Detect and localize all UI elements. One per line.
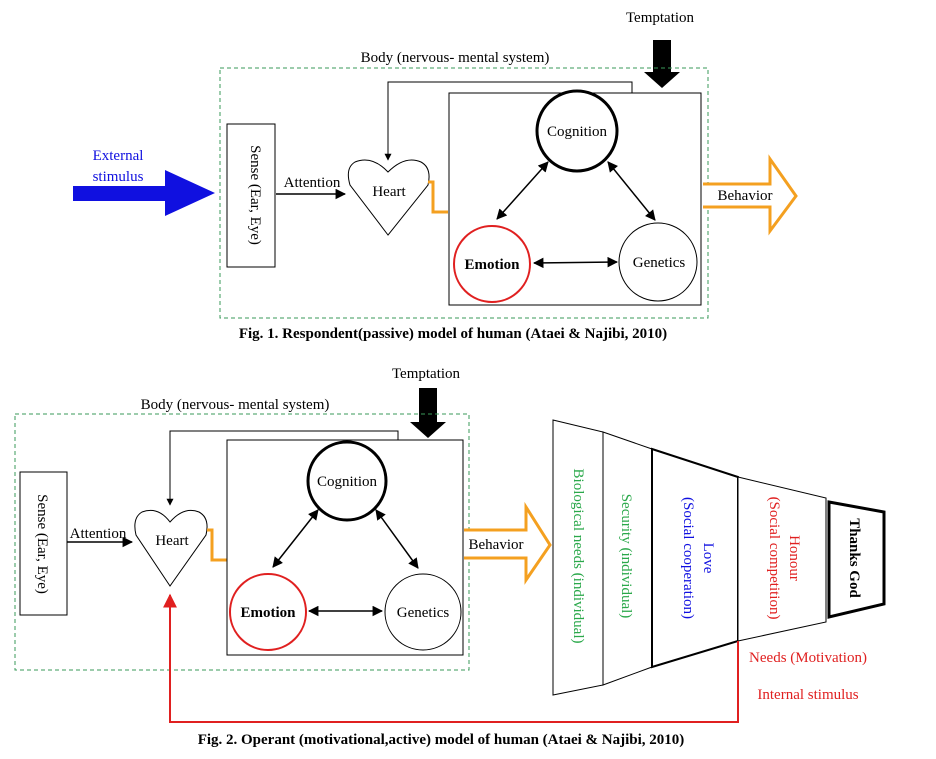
fig2-behavior-arrow	[464, 501, 552, 585]
fig2-heart-icon	[134, 509, 208, 587]
honour-label: Honour	[786, 535, 802, 581]
fig1-attention-label: Attention	[284, 175, 341, 191]
fig1-heart-icon	[347, 159, 430, 236]
fig2-genetics-node	[384, 573, 462, 651]
fig1-body-label: Body (nervous- mental system)	[361, 50, 550, 66]
fig2-genetics-label: Genetics	[397, 605, 450, 621]
fig2-sense-box	[19, 471, 68, 616]
fig2-sense-label: Sense (Ear, Eye)	[34, 494, 50, 594]
needs-segment-honour	[737, 476, 827, 642]
fig1-emotion-cognition-arrow	[496, 161, 549, 220]
fig1-sense-label: Sense (Ear, Eye)	[247, 145, 263, 245]
needs-segment-thanks-god	[827, 500, 886, 619]
fig1-external-stimulus-line1: External	[93, 148, 144, 164]
fig2-behavior-label: Behavior	[469, 537, 524, 553]
fig1-heart-label: Heart	[372, 184, 406, 200]
fig1-emotion-label: Emotion	[464, 257, 520, 273]
fig1-behavior-arrow	[703, 154, 798, 236]
fig2-cognition-genetics-arrow	[375, 509, 419, 569]
fig2-temptation-label: Temptation	[392, 366, 461, 382]
internal-stimulus-label: Internal stimulus	[757, 687, 858, 703]
fig1-temptation-label: Temptation	[626, 10, 695, 26]
figure-1: Temptation Body (nervous- mental system)…	[73, 10, 798, 342]
fig2-attention-label: Attention	[70, 526, 127, 542]
fig1-sense-box	[226, 123, 276, 268]
fig1-caption: Fig. 1. Respondent(passive) model of hum…	[239, 326, 667, 342]
fig2-body-label: Body (nervous- mental system)	[141, 397, 330, 413]
honour-sub-label: (Social competition)	[766, 497, 782, 620]
fig2-heart-connector	[207, 528, 227, 562]
fig2-caption: Fig. 2. Operant (motivational,active) mo…	[198, 732, 685, 748]
fig2-temptation-arrow	[410, 388, 446, 438]
fig2-emotion-node	[229, 573, 307, 651]
fig1-cognition-label: Cognition	[547, 124, 608, 140]
fig1-external-stimulus-line2: stimulus	[93, 169, 144, 185]
fig2-emotion-label: Emotion	[240, 605, 296, 621]
fig1-external-stimulus-arrow	[73, 170, 215, 216]
fig1-genetics-label: Genetics	[633, 255, 686, 271]
fig1-genetics-node	[618, 222, 698, 302]
fig2-feedback-arrow	[166, 430, 399, 506]
security-label: Security (individual)	[618, 494, 634, 619]
fig1-heart-connector	[428, 180, 448, 214]
fig2-emotion-cognition-arrow	[272, 509, 319, 568]
fig1-cognition-node	[535, 89, 619, 173]
internal-stimulus-arrow	[163, 593, 739, 723]
thanks-god-label: Thanks God	[846, 518, 862, 598]
figure-2: Temptation Body (nervous- mental system)…	[14, 366, 886, 748]
fig2-cognition-label: Cognition	[317, 474, 378, 490]
fig2-heart-label: Heart	[155, 533, 189, 549]
fig1-emotion-genetics-arrow	[532, 256, 619, 269]
fig1-cognition-genetics-arrow	[607, 161, 656, 221]
love-label: Love	[700, 543, 716, 574]
biological-needs-label: Biological needs (individual)	[570, 469, 586, 644]
fig1-feedback-arrow	[384, 81, 633, 161]
needs-motivation-label: Needs (Motivation)	[749, 650, 867, 666]
fig1-behavior-label: Behavior	[718, 188, 773, 204]
fig1-temptation-arrow	[644, 40, 680, 88]
love-sub-label: (Social cooperation)	[680, 497, 696, 619]
fig2-cognition-node	[306, 440, 388, 522]
fig1-emotion-node	[453, 225, 531, 303]
